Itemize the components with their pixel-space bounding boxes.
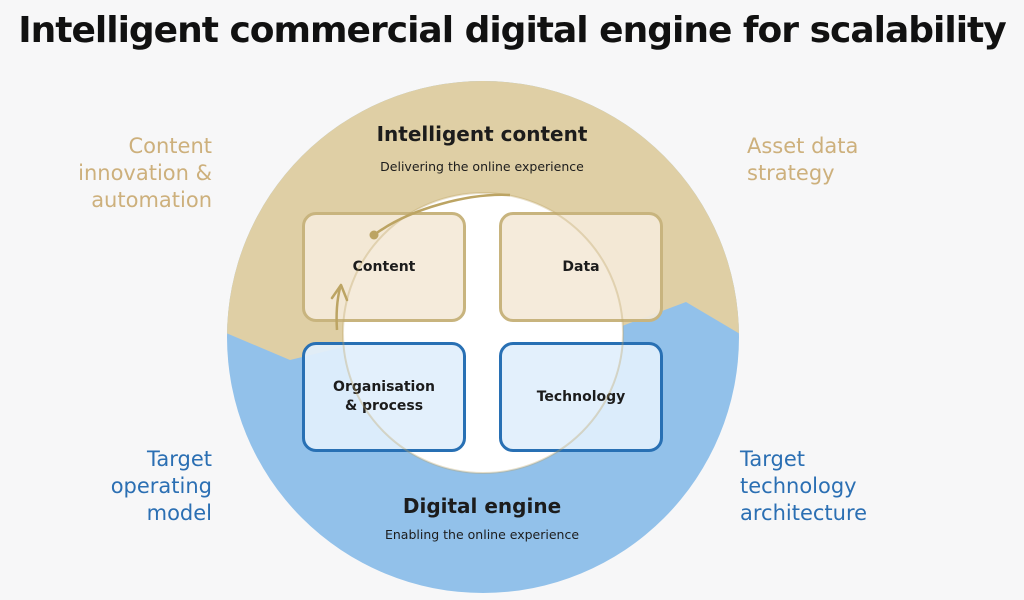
box-technology: Technology [499, 342, 663, 452]
label-asset-data-strategy: Asset data strategy [747, 134, 859, 185]
digital-engine-title: Digital engine [402, 494, 562, 518]
box-content: Content [302, 212, 466, 322]
label-target-operating-model: Target operating model [110, 447, 212, 525]
label-target-technology-architecture: Target technology architecture [740, 447, 868, 525]
intelligent-content-title: Intelligent content [376, 122, 588, 146]
box-organisation-process: Organisation & process [302, 342, 466, 452]
label-content-innovation: Content innovation & automation [78, 134, 212, 212]
digital-engine-subtitle: Enabling the online experience [384, 527, 580, 542]
box-data: Data [499, 212, 663, 322]
intelligent-content-subtitle: Delivering the online experience [380, 159, 584, 174]
page-title: Intelligent commercial digital engine fo… [18, 10, 1007, 51]
